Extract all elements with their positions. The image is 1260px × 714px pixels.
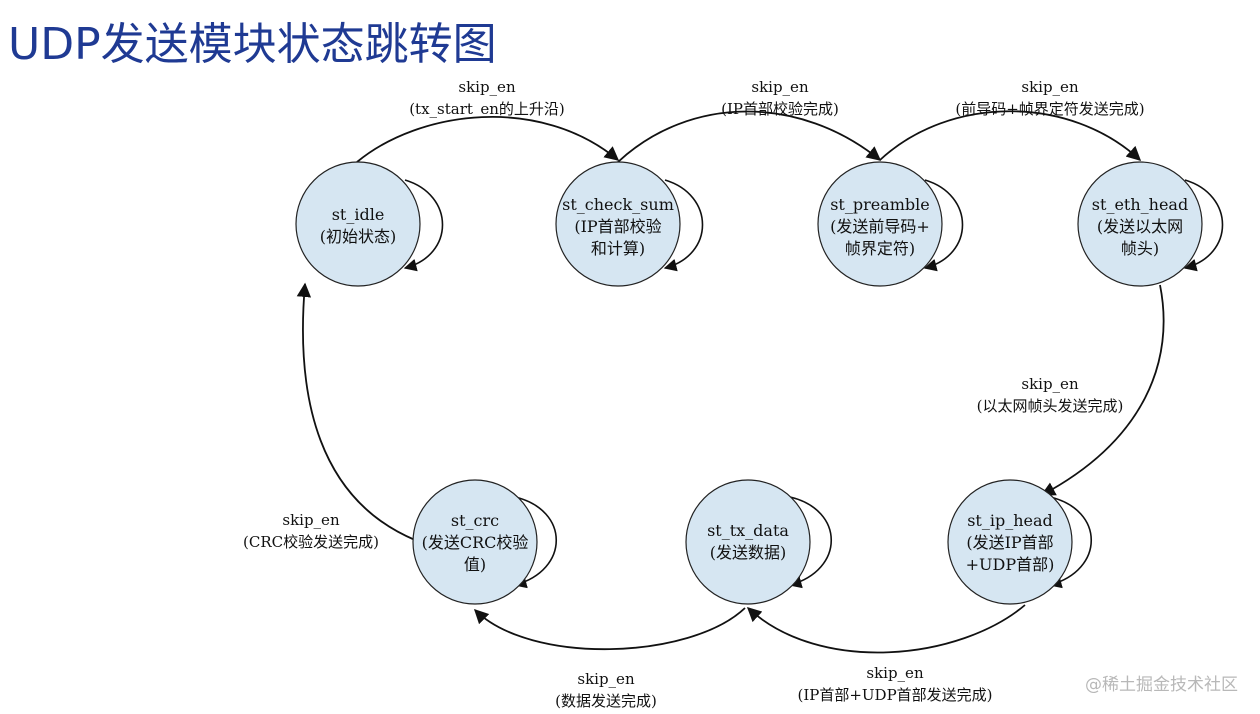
state-crc: st_crc (发送CRC校验 值) xyxy=(412,479,538,605)
transition-condition: (IP首部+UDP首部发送完成) xyxy=(797,686,992,704)
label-crc-to-idle: skip_en (CRC校验发送完成) xyxy=(243,511,379,551)
edge-preamble-to-eth xyxy=(879,110,1142,161)
state-tx-data: st_tx_data (发送数据) xyxy=(685,479,811,605)
state-desc: 值) xyxy=(464,555,486,574)
state-desc: (发送以太网 xyxy=(1097,217,1183,236)
state-desc: (初始状态) xyxy=(320,227,397,246)
self-loop-idle xyxy=(403,179,444,272)
label-checksum-to-preamble: skip_en (IP首部校验完成) xyxy=(721,78,839,118)
state-name: st_eth_head xyxy=(1092,195,1188,214)
edge-ip-to-data xyxy=(746,604,1026,654)
state-name: st_check_sum xyxy=(562,195,674,214)
state-name: st_idle xyxy=(332,205,385,224)
state-ip-head: st_ip_head (发送IP首部 +UDP首部) xyxy=(947,479,1073,605)
self-loop-preamble xyxy=(923,179,964,272)
watermark: @稀土掘金技术社区 xyxy=(1085,675,1238,695)
edge-checksum-to-preamble xyxy=(617,110,882,163)
label-eth-to-ip: skip_en (以太网帧头发送完成) xyxy=(977,375,1124,415)
edge-crc-to-idle xyxy=(296,282,416,541)
state-name: st_preamble xyxy=(830,195,930,214)
label-ip-to-data: skip_en (IP首部+UDP首部发送完成) xyxy=(797,664,992,704)
state-check-sum: st_check_sum (IP首部校验 和计算) xyxy=(555,161,681,287)
transition-condition: (CRC校验发送完成) xyxy=(243,533,379,551)
edge-eth-to-ip xyxy=(1040,284,1165,496)
transition-condition: (以太网帧头发送完成) xyxy=(977,397,1124,415)
state-name: st_ip_head xyxy=(967,511,1053,530)
edge-idle-to-checksum xyxy=(356,116,620,163)
state-desc: (发送CRC校验 xyxy=(422,533,529,552)
label-idle-to-checksum: skip_en (tx_start_en的上升沿) xyxy=(409,78,565,118)
label-data-to-crc: skip_en (数据发送完成) xyxy=(555,670,657,710)
self-loop-checksum xyxy=(663,179,704,272)
self-loop-crc xyxy=(513,496,558,589)
transition-event: skip_en xyxy=(751,78,809,96)
self-loop-ip xyxy=(1048,496,1093,589)
state-name: st_crc xyxy=(451,511,499,530)
page-title: UDP发送模块状态跳转图 xyxy=(8,19,497,70)
label-preamble-to-eth: skip_en (前导码+帧界定符发送完成) xyxy=(955,78,1144,118)
state-desc: (发送IP首部 xyxy=(966,533,1053,552)
self-loop-data xyxy=(788,496,833,589)
state-desc: (发送前导码+ xyxy=(830,217,930,236)
transition-event: skip_en xyxy=(866,664,924,682)
state-desc: 帧头) xyxy=(1121,239,1159,258)
self-loop-eth xyxy=(1183,179,1224,272)
state-desc: 帧界定符) xyxy=(845,239,915,258)
transition-event: skip_en xyxy=(458,78,516,96)
transition-condition: (IP首部校验完成) xyxy=(721,100,839,118)
transition-event: skip_en xyxy=(282,511,340,529)
transition-condition: (前导码+帧界定符发送完成) xyxy=(955,100,1144,118)
state-name: st_tx_data xyxy=(707,521,789,540)
transition-event: skip_en xyxy=(1021,375,1079,393)
state-eth-head: st_eth_head (发送以太网 帧头) xyxy=(1077,161,1203,287)
transition-condition: (tx_start_en的上升沿) xyxy=(409,100,565,118)
transition-event: skip_en xyxy=(577,670,635,688)
transition-condition: (数据发送完成) xyxy=(555,692,657,710)
edge-data-to-crc xyxy=(473,607,746,651)
state-preamble: st_preamble (发送前导码+ 帧界定符) xyxy=(817,161,943,287)
state-desc: +UDP首部) xyxy=(966,555,1055,574)
transition-event: skip_en xyxy=(1021,78,1079,96)
state-desc: (发送数据) xyxy=(710,543,787,562)
state-desc: 和计算) xyxy=(591,239,645,258)
state-desc: (IP首部校验 xyxy=(574,217,661,236)
state-idle: st_idle (初始状态) xyxy=(295,161,421,287)
